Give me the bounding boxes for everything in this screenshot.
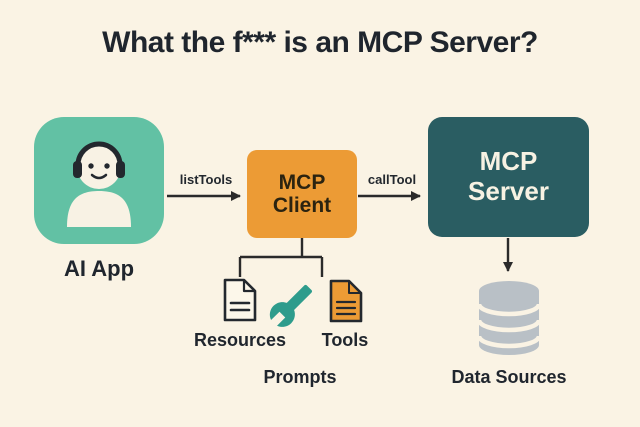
diagram-title: What the f*** is an MCP Server? <box>102 26 538 59</box>
mcp-server-label: MCP Server <box>468 146 549 206</box>
listtools-edge-label: listTools <box>179 172 233 187</box>
prompts-label: Prompts <box>263 367 337 387</box>
resources-document-icon <box>221 277 259 328</box>
ai-app-label: AI App <box>63 256 135 281</box>
tools-wrench-icon <box>268 283 314 334</box>
client-branch-connector <box>238 238 324 277</box>
ai-app-node <box>34 117 164 244</box>
mcp-server-node: MCP Server <box>428 117 589 237</box>
mcp-client-label: MCP Client <box>272 170 332 217</box>
calltool-edge-label: callTool <box>367 172 417 187</box>
data-sources-label: Data Sources <box>451 367 567 387</box>
headset-person-icon <box>67 141 131 227</box>
data-sources-database-icon <box>476 280 542 361</box>
prompts-document-icon <box>328 279 364 328</box>
tools-label: Tools <box>321 330 369 350</box>
resources-label: Resources <box>193 330 287 350</box>
mcp-client-node: MCP Client <box>247 150 357 238</box>
